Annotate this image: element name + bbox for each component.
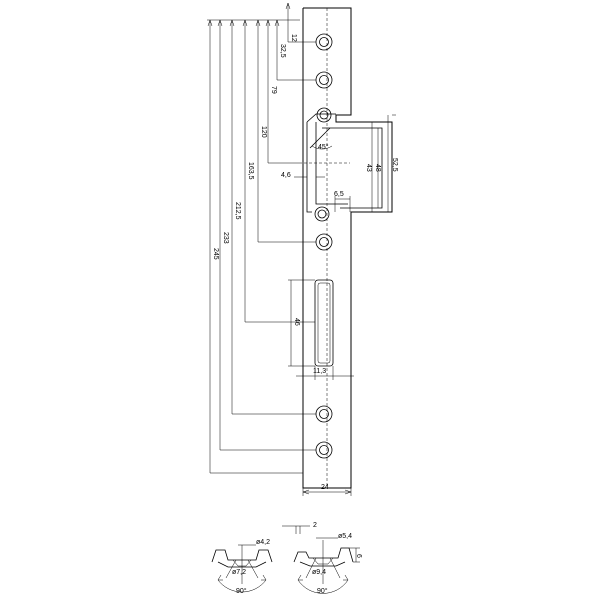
- slot-dimensions: 46 11,3: [288, 279, 354, 380]
- screw-hole: [314, 206, 330, 222]
- latch-slot: [314, 279, 334, 367]
- offset-label: 2: [313, 522, 317, 529]
- plate-width-label: 24: [321, 484, 329, 491]
- hole-dia-label: ø4,2: [256, 539, 270, 546]
- plate-width-dimension: 24: [302, 484, 352, 496]
- h-mid-label: 48: [374, 164, 381, 172]
- angle-label: 90°: [236, 587, 247, 595]
- csk-dia-label: ø9,4: [312, 569, 326, 576]
- angle-label: 45°: [318, 143, 329, 151]
- dim-label: 32,5: [279, 44, 286, 58]
- h-outer-label: 52,5: [391, 158, 398, 172]
- angle-label: 90°: [317, 587, 328, 595]
- slot-height-label: 46: [293, 318, 300, 326]
- csk-dia-label: ø7,2: [232, 569, 246, 576]
- vertical-dimension-labels: 12 32,5 79 120 163,5 212,5 233 245: [212, 34, 297, 260]
- section-view-right: 2 ø5,4 6 ø9,4 90°: [282, 522, 362, 595]
- dim-label: 212,5: [234, 202, 241, 220]
- dim-label: 163,5: [247, 162, 254, 180]
- dim-label: 12: [290, 34, 297, 42]
- dim-label: 233: [222, 232, 229, 244]
- dim-label: 245: [212, 248, 219, 260]
- gap-left-label: 4,6: [281, 172, 291, 179]
- slot-width-label: 11,3: [313, 368, 326, 375]
- strike-plate: [302, 7, 393, 489]
- screw-hole: [316, 107, 332, 123]
- gap-right-label: 6,5: [334, 191, 344, 198]
- height-label: 6: [355, 554, 362, 558]
- hole-dia-label: ø5,4: [338, 533, 352, 540]
- dim-label: 120: [260, 126, 267, 138]
- strike-dimensions: 45° 4,6 6,5 43 48 52,5: [281, 114, 398, 212]
- dim-label: 79: [270, 86, 277, 94]
- h-inner-label: 43: [365, 164, 372, 172]
- vertical-dimensions: [207, 2, 316, 474]
- section-view-left: ø4,2 ø7,2 90°: [211, 539, 273, 595]
